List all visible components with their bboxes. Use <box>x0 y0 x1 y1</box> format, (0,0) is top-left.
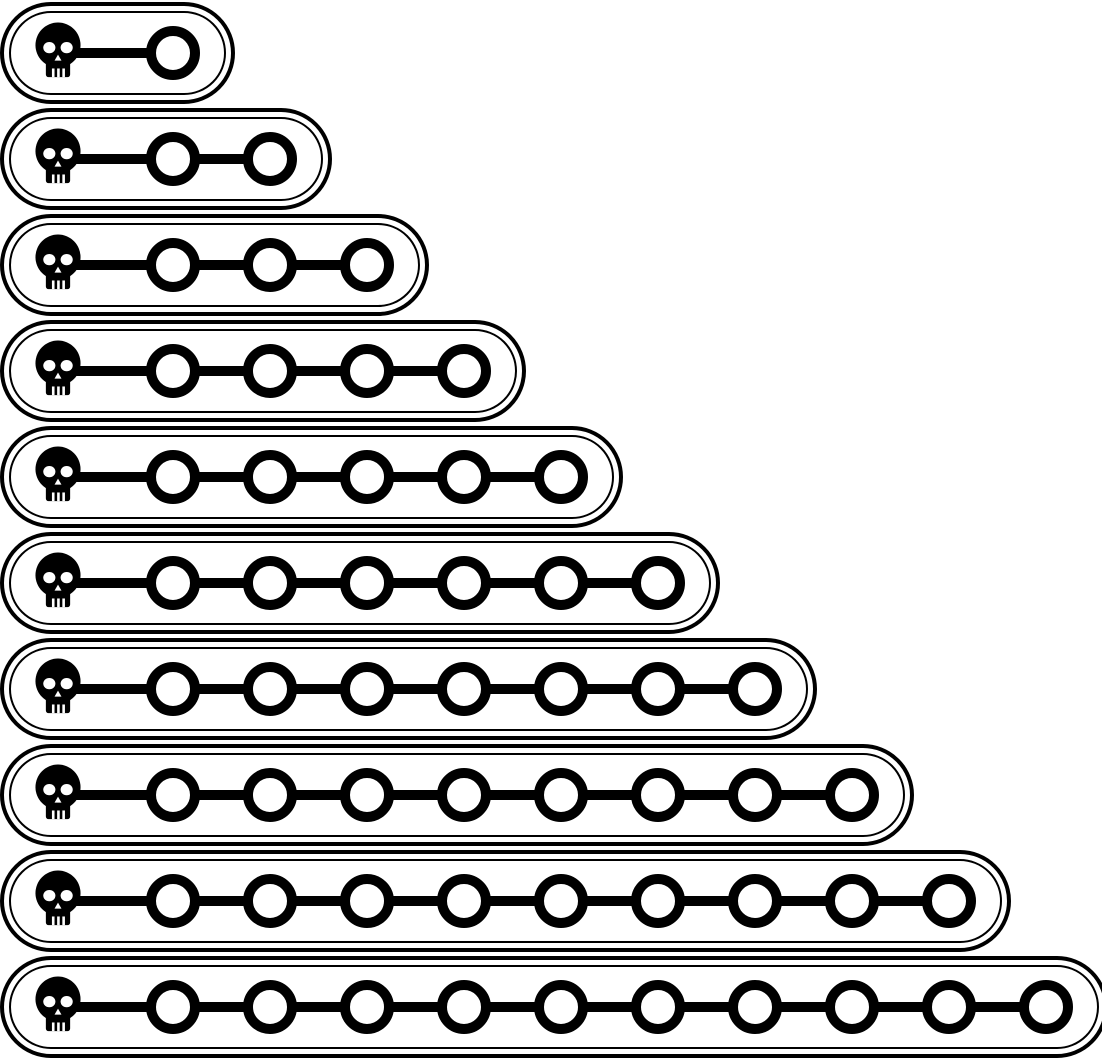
chain-node <box>243 874 297 928</box>
chain-node <box>146 874 200 928</box>
chain-node <box>728 874 782 928</box>
chain-node <box>437 556 491 610</box>
chain-row <box>0 2 235 104</box>
chain-node <box>437 662 491 716</box>
chain-node <box>534 768 588 822</box>
chain-node <box>146 768 200 822</box>
chain-node <box>631 768 685 822</box>
chain-node <box>728 768 782 822</box>
chain-row <box>0 956 1102 1058</box>
row-capsule-inner-border <box>9 965 1099 1049</box>
chain-node <box>146 556 200 610</box>
chain-node <box>631 556 685 610</box>
chain-node <box>243 556 297 610</box>
chain-row <box>0 532 720 634</box>
chain-node <box>1019 980 1073 1034</box>
chain-node <box>243 132 297 186</box>
row-capsule-inner-border <box>9 117 323 201</box>
chain-node <box>243 450 297 504</box>
chain-node <box>146 344 200 398</box>
chain-node <box>340 874 394 928</box>
chain-node <box>437 768 491 822</box>
chain-node <box>243 662 297 716</box>
row-capsule-inner-border <box>9 859 1002 943</box>
chain-node <box>340 344 394 398</box>
chain-node <box>243 768 297 822</box>
chain-node <box>437 450 491 504</box>
row-capsule-inner-border <box>9 541 711 625</box>
chain-node <box>146 450 200 504</box>
row-capsule-inner-border <box>9 223 420 307</box>
chain-node <box>340 980 394 1034</box>
chain-node <box>146 132 200 186</box>
chain-row <box>0 850 1011 952</box>
chain-row <box>0 426 623 528</box>
row-capsule-inner-border <box>9 435 614 519</box>
chain-node <box>437 344 491 398</box>
chain-node <box>728 662 782 716</box>
chain-row <box>0 214 429 316</box>
chain-node <box>243 238 297 292</box>
chain-row <box>0 638 817 740</box>
chain-node <box>146 238 200 292</box>
row-capsule-inner-border <box>9 753 905 837</box>
chain-node <box>146 26 200 80</box>
chain-node <box>340 768 394 822</box>
chain-node <box>146 980 200 1034</box>
chain-node <box>340 238 394 292</box>
chain-node <box>534 662 588 716</box>
chain-node <box>825 874 879 928</box>
chain-node <box>534 450 588 504</box>
chain-node <box>146 662 200 716</box>
row-capsule-inner-border <box>9 647 808 731</box>
chain-node <box>437 980 491 1034</box>
row-capsule-inner-border <box>9 329 517 413</box>
chain-node <box>825 980 879 1034</box>
chain-node <box>534 556 588 610</box>
chain-node <box>340 662 394 716</box>
chain-row <box>0 744 914 846</box>
chain-node <box>340 556 394 610</box>
chain-row <box>0 320 526 422</box>
chain-node <box>631 980 685 1034</box>
chain-node <box>534 874 588 928</box>
chain-node <box>631 874 685 928</box>
chain-node <box>825 768 879 822</box>
chain-node <box>922 874 976 928</box>
row-capsule-inner-border <box>9 11 226 95</box>
chain-node <box>243 980 297 1034</box>
chain-node <box>728 980 782 1034</box>
chain-node <box>922 980 976 1034</box>
chain-row <box>0 108 332 210</box>
chain-node <box>243 344 297 398</box>
chain-node <box>631 662 685 716</box>
chain-node <box>534 980 588 1034</box>
chain-node <box>437 874 491 928</box>
chain-node <box>340 450 394 504</box>
